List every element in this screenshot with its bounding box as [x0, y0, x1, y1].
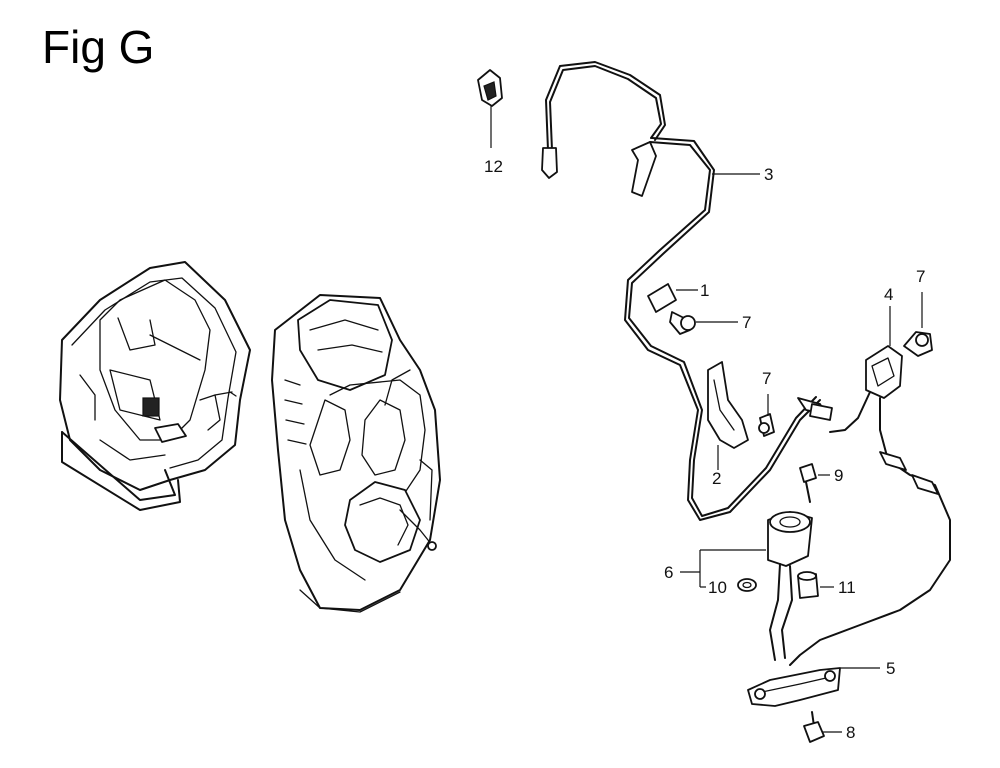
callout-6: 6: [664, 563, 673, 582]
part-10-washer: [737, 578, 757, 592]
callout-7-a: 7: [742, 313, 751, 332]
part-7-bolt-a: [669, 311, 738, 335]
callout-5: 5: [886, 659, 895, 678]
part-1-clip: [647, 283, 698, 313]
part-11-sleeve: [797, 571, 834, 599]
engine-front-view: [271, 294, 441, 613]
callout-11: 11: [838, 578, 856, 597]
part-7-bolt-c: [903, 292, 933, 357]
callout-4: 4: [884, 285, 893, 304]
callout-9: 9: [834, 466, 843, 485]
callout-12: 12: [484, 157, 503, 176]
callout-3: 3: [764, 165, 773, 184]
callout-2: 2: [712, 469, 721, 488]
part-2-bracket: [707, 361, 749, 470]
engine-side-view: [59, 261, 251, 511]
part-12-connector: [477, 69, 503, 148]
figure-title: Fig G: [42, 21, 155, 73]
callout-10: 10: [708, 578, 727, 597]
callout-1: 1: [700, 281, 709, 300]
callout-8: 8: [846, 723, 855, 742]
callout-7-c: 7: [916, 267, 925, 286]
part-6-sensor: [680, 511, 813, 661]
part-9-screw: [799, 463, 830, 503]
part-4-module: [789, 306, 951, 666]
part-5-terminal-plate: [747, 667, 880, 707]
callout-7-b: 7: [762, 369, 771, 388]
part-3-wire-harness: [541, 61, 833, 521]
part-8-bolt: [803, 711, 842, 743]
part-7-bolt-b: [758, 394, 775, 437]
